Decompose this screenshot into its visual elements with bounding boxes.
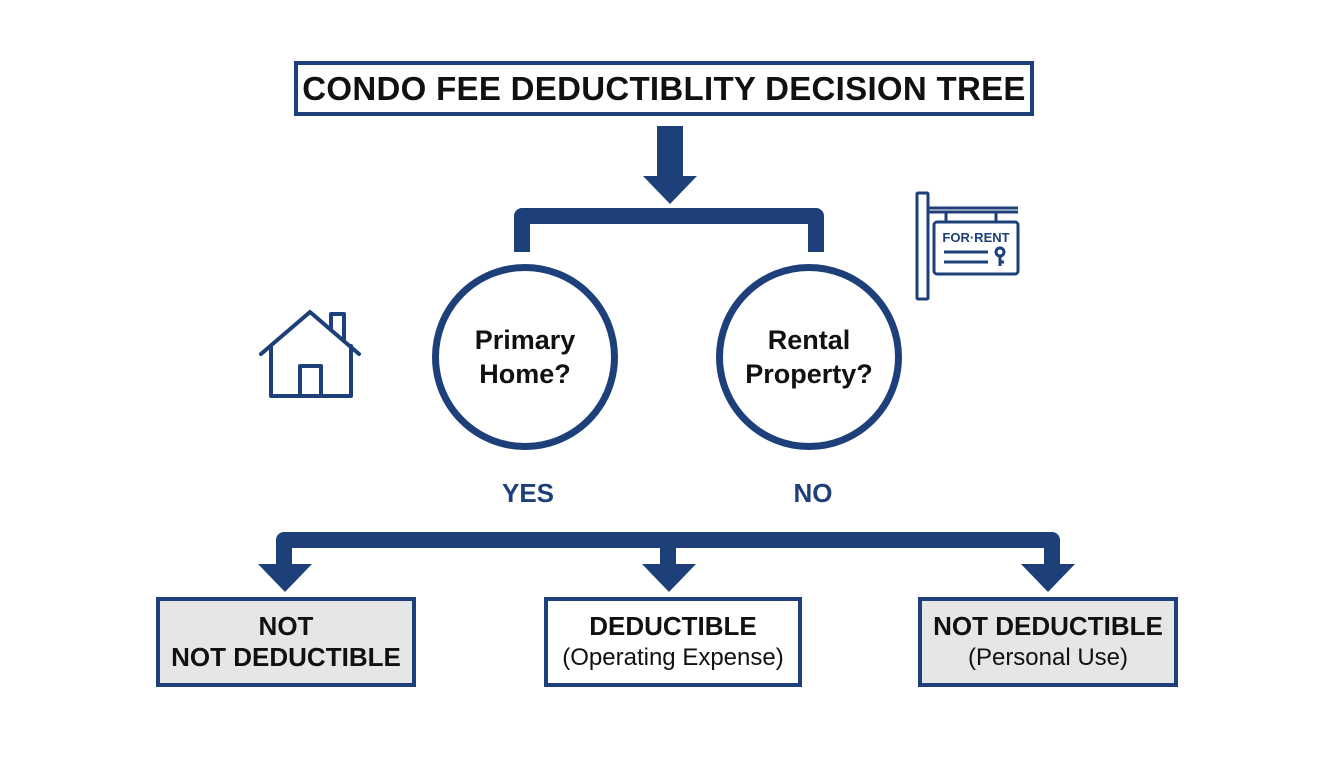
outcome-arrow-2	[642, 564, 696, 592]
outcome-2-line1: DEDUCTIBLE	[589, 611, 757, 641]
diagram-title: CONDO FEE DEDUCTIBLITY DECISION TREE	[294, 61, 1034, 116]
outcome-1-line1: NOT	[258, 611, 314, 641]
no-label: NO	[793, 478, 833, 508]
outcome-deductible: DEDUCTIBLE (Operating Expense)	[544, 597, 802, 687]
for-rent-sign-icon: FOR·RENT	[915, 191, 1020, 301]
for-rent-sign-text: FOR·RENT	[942, 230, 1009, 245]
outcome-arrow-1	[258, 564, 312, 592]
rental-property-label: Rental Property?	[745, 325, 873, 389]
title-arrow-shaft	[657, 126, 683, 178]
outcome-3-line2: (Personal Use)	[967, 644, 1129, 671]
outcome-3-line1: NOT DEDUCTIBLE	[933, 611, 1163, 641]
outcome-arrow-3	[1021, 564, 1075, 592]
primary-home-label: Primary Home?	[474, 325, 576, 389]
rental-property-node: Rental Property?	[716, 264, 902, 450]
diagram-title-text: CONDO FEE DEDUCTIBLITY DECISION TREE	[302, 69, 1026, 107]
outcome-not-deductible-personal: NOT DEDUCTIBLE (Personal Use)	[918, 597, 1178, 687]
outcome-1-line2: NOT DEDUCTIBLE	[171, 642, 401, 672]
outcome-2-line2: (Operating Expense)	[562, 644, 784, 671]
house-icon	[259, 310, 361, 398]
title-arrow-head	[643, 176, 697, 204]
outcome-bar-center-stem	[660, 540, 676, 568]
branch-bracket	[514, 208, 824, 252]
primary-home-node: Primary Home?	[432, 264, 618, 450]
outcome-not-deductible-primary: NOT NOT DEDUCTIBLE	[156, 597, 416, 687]
yes-label: YES	[501, 478, 555, 508]
